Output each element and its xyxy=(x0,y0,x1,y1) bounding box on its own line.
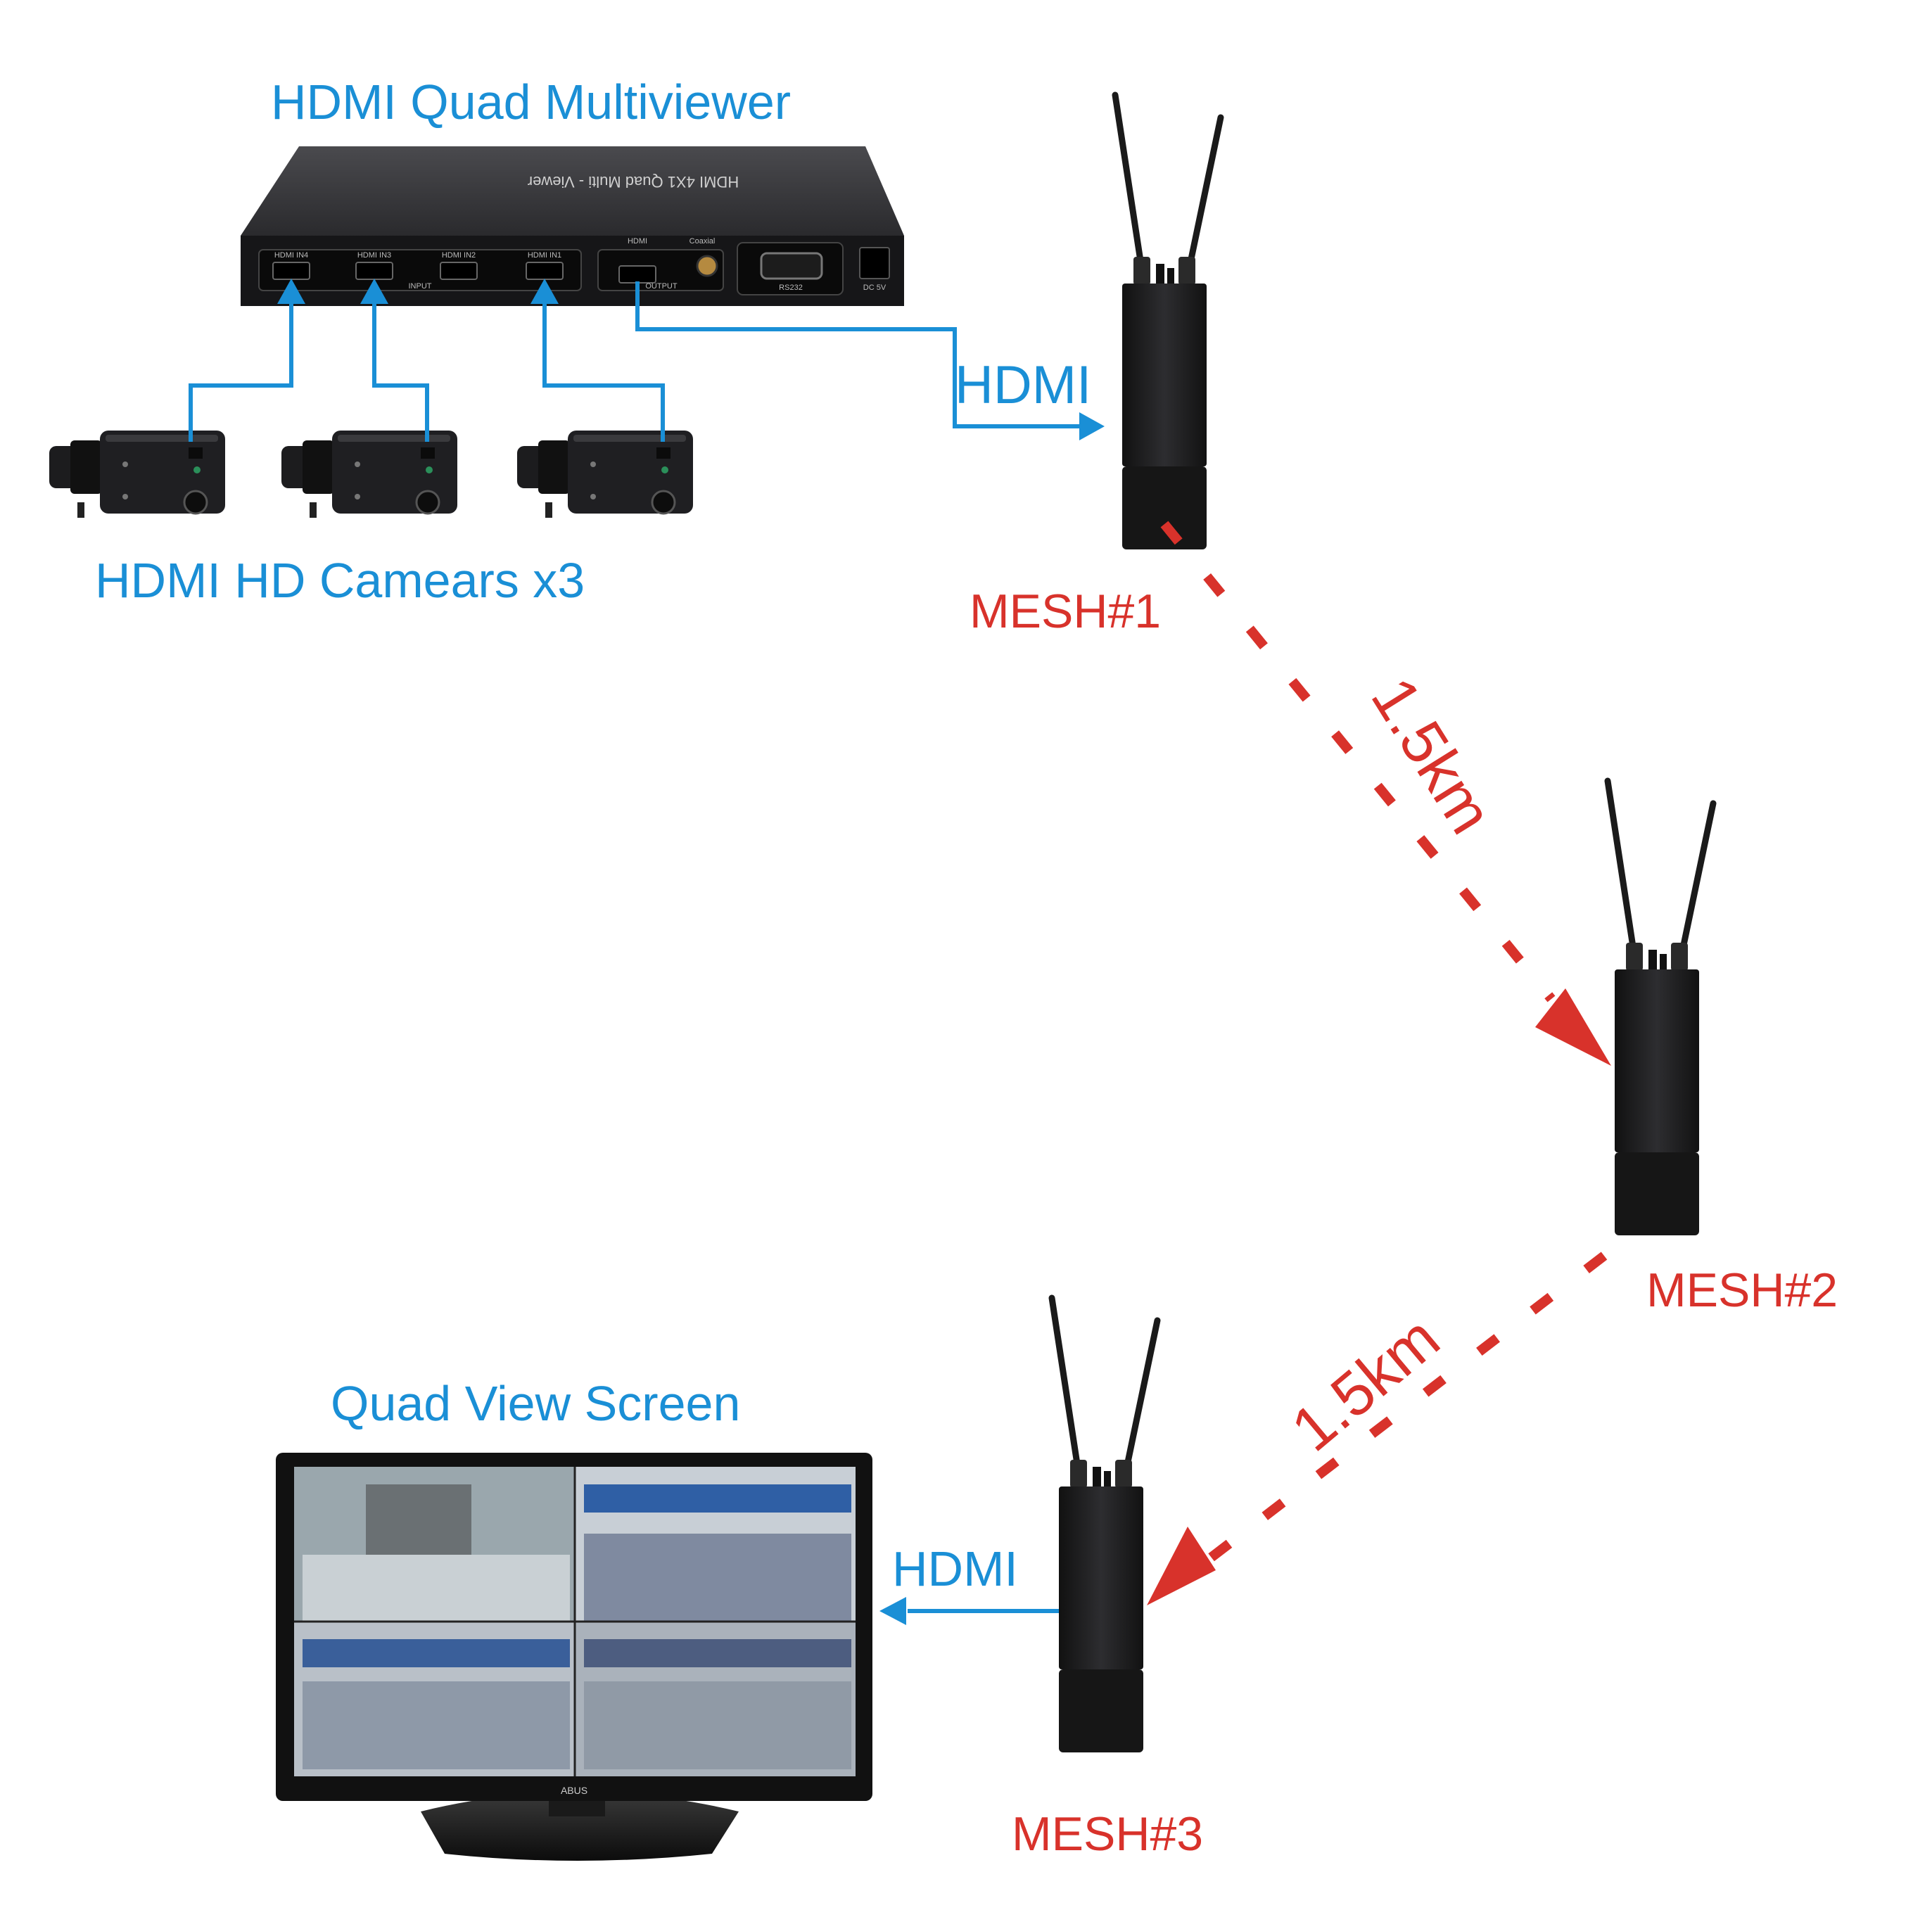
mesh1-label: MESH#1 xyxy=(970,585,1162,638)
camera-cables xyxy=(189,281,1089,1613)
hdmi-label-top: HDMI xyxy=(955,355,1092,415)
cable-cam2 xyxy=(372,301,429,442)
monitor-icon xyxy=(276,1453,872,1861)
mesh-radio-icon xyxy=(1608,781,1713,1235)
cable-output-to-mesh1 xyxy=(635,281,1089,428)
port-label-rs232: RS232 xyxy=(779,284,803,292)
port-label-output: OUTPUT xyxy=(645,282,678,291)
port-label-hdmi: HDMI xyxy=(628,237,647,246)
camera-icon xyxy=(516,429,694,519)
distance-label-2: 1.5km xyxy=(1278,1303,1452,1465)
hdmi-label-bottom: HDMI xyxy=(892,1541,1018,1596)
monitor-brand-text: ABUS xyxy=(561,1785,587,1796)
port-label-coaxial: Coaxial xyxy=(689,237,716,246)
mesh2-label: MESH#2 xyxy=(1646,1263,1838,1317)
port-label-input: INPUT xyxy=(409,282,432,291)
port-label-in3: HDMI IN3 xyxy=(357,251,391,260)
mesh-radio-icon xyxy=(1115,95,1221,549)
mesh3-label: MESH#3 xyxy=(1012,1807,1204,1861)
multiviewer-title: HDMI Quad Multiviewer xyxy=(271,75,792,129)
link-mesh1-mesh2 xyxy=(1160,521,1556,1002)
port-label-in1: HDMI IN1 xyxy=(528,251,561,260)
blue-arrowheads xyxy=(277,279,1105,1625)
cable-cam1 xyxy=(189,301,293,442)
distance-label-1: 1.5km xyxy=(1358,666,1506,846)
mesh-radio-icon xyxy=(1052,1298,1157,1752)
link-mesh2-mesh3 xyxy=(1207,1252,1608,1562)
screen-title: Quad View Screen xyxy=(331,1376,741,1431)
camera-icon xyxy=(48,429,227,519)
radio-links xyxy=(1160,521,1608,1562)
red-arrowheads xyxy=(1147,988,1611,1605)
multiviewer-face-text: HDMI 4X1 Quad Multi - Viewer xyxy=(528,173,739,191)
port-label-dc: DC 5V xyxy=(863,284,886,292)
multiviewer-device-icon xyxy=(241,146,904,306)
port-label-in4: HDMI IN4 xyxy=(274,251,308,260)
port-label-in2: HDMI IN2 xyxy=(442,251,476,260)
cable-cam3 xyxy=(542,301,665,442)
cameras-caption: HDMI HD Camears x3 xyxy=(95,553,585,608)
camera-icon xyxy=(280,429,459,519)
